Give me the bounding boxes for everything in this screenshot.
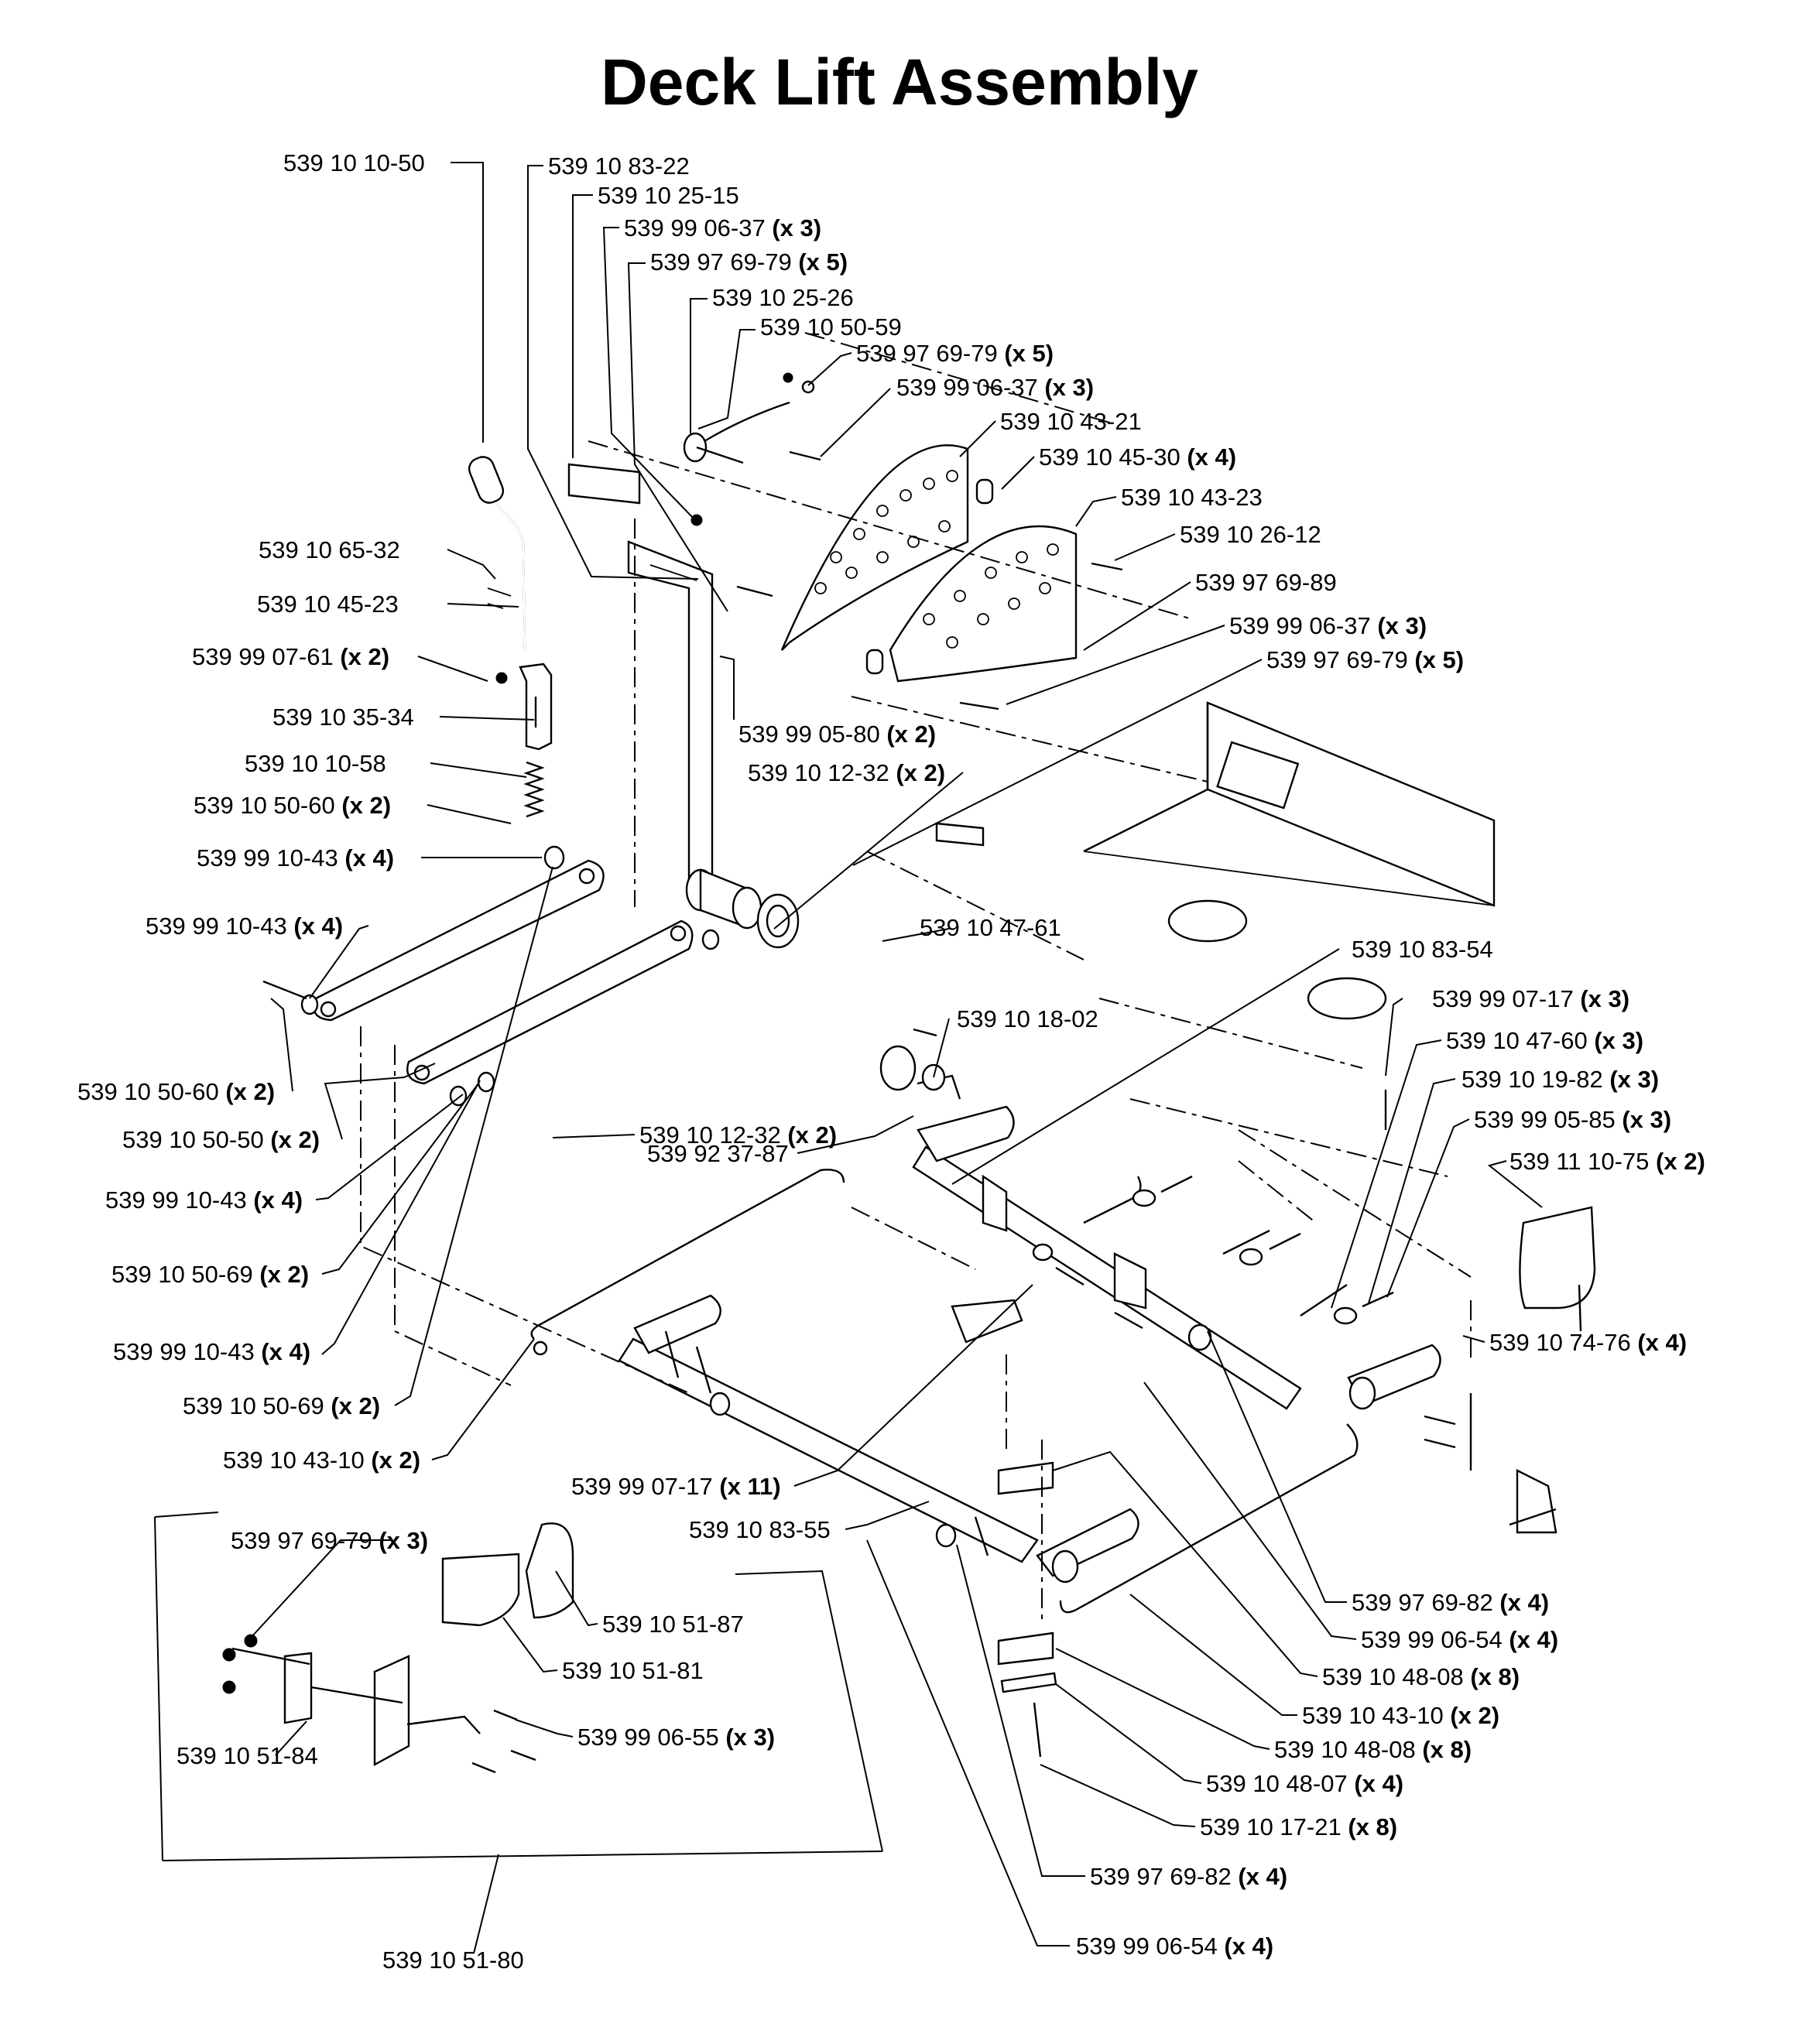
callout-c04: 539 99 06-37 (x 3) [624,214,821,241]
callout-c61: 539 10 51-80 [382,1946,524,1974]
callout-c59: 539 97 69-82 (x 4) [1090,1863,1287,1890]
callout-c43: 539 10 50-69 (x 2) [183,1392,380,1419]
drawing-artwork [154,332,1596,1861]
callout-leaders [250,162,1543,1954]
callout-c23: 539 10 12-32 (x 2) [748,759,945,786]
sub-assembly-51-80 [222,1522,574,1774]
callout-c29: 539 99 07-17 (x 3) [1432,985,1629,1012]
anchor-blocks [997,1461,1057,1758]
callout-c55: 539 10 43-10 (x 2) [1302,1702,1499,1729]
callout-c27: 539 10 47-61 [920,914,1061,941]
callout-c40: 539 10 50-69 (x 2) [111,1261,309,1288]
callout-c19: 539 99 07-61 (x 2) [192,643,389,670]
callout-c03: 539 10 25-15 [598,182,739,209]
tractor-frame [1083,701,1496,1130]
callout-c39: 539 99 10-43 (x 4) [105,1186,303,1214]
callout-c20: 539 10 35-34 [272,704,414,731]
callout-c47: 539 97 69-79 (x 3) [231,1527,428,1554]
callout-c01: 539 10 10-50 [283,149,425,176]
callout-c33: 539 10 50-60 (x 2) [77,1078,275,1105]
callout-c28: 539 10 83-54 [1352,936,1493,963]
callout-c37: 539 92 37-87 [647,1140,789,1167]
callout-c22: 539 10 10-58 [245,750,386,777]
front-lift-shaft [530,1169,1359,1614]
callout-c18: 539 10 45-23 [257,591,399,618]
callout-c46: 539 10 83-55 [689,1516,831,1543]
link-arms [262,845,720,1107]
callout-c51: 539 10 51-84 [176,1742,318,1769]
callout-c05: 539 97 69-79 (x 5) [650,248,848,276]
rear-lift-shaft [912,1105,1441,1410]
top-hardware [683,372,1123,710]
callout-c57: 539 10 48-07 (x 4) [1206,1770,1403,1797]
lift-arm [567,463,714,899]
callout-c41: 539 99 10-43 (x 4) [113,1338,310,1365]
callout-c09: 539 99 06-37 (x 3) [896,374,1094,401]
callout-c24: 539 10 50-60 (x 2) [194,792,391,819]
callout-c21: 539 99 05-80 (x 2) [738,721,936,748]
callout-c17: 539 10 65-32 [259,536,400,563]
callout-c31: 539 10 47-60 (x 3) [1446,1027,1643,1054]
callout-c11: 539 10 45-30 (x 4) [1039,443,1236,471]
assembly-centerlines [360,332,1472,1625]
small-brackets [879,822,985,1132]
callout-c14: 539 97 69-89 [1195,569,1337,596]
callout-c52: 539 97 69-82 (x 4) [1352,1589,1549,1616]
pivot-tube [685,868,800,949]
callout-c16: 539 97 69-79 (x 5) [1266,646,1464,673]
callout-c50: 539 99 06-55 (x 3) [577,1724,775,1751]
height-plates [780,444,1078,683]
compression-spring [523,761,545,818]
callout-c25: 539 99 10-43 (x 4) [197,844,394,871]
callout-c30: 539 10 18-02 [957,1005,1098,1032]
callout-c36: 539 10 50-50 (x 2) [122,1126,320,1153]
callout-c60: 539 99 06-54 (x 4) [1076,1933,1273,1960]
callout-c35: 539 99 05-85 (x 3) [1474,1106,1671,1133]
callout-c07: 539 10 50-59 [760,313,902,341]
callout-c32: 539 10 19-82 (x 3) [1461,1066,1659,1093]
lift-handle [468,456,526,652]
callout-c06: 539 10 25-26 [712,284,854,311]
callout-c34: 539 10 12-32 (x 2) [639,1121,837,1149]
callout-c44: 539 10 43-10 (x 2) [223,1447,420,1474]
callout-c42: 539 10 74-76 (x 4) [1489,1329,1687,1356]
callout-c45: 539 99 07-17 (x 11) [571,1473,781,1500]
callout-c49: 539 10 51-81 [562,1657,704,1684]
callout-c54: 539 10 48-08 (x 8) [1322,1663,1520,1690]
callout-c26: 539 99 10-43 (x 4) [146,912,343,940]
callout-c15: 539 99 06-37 (x 3) [1229,612,1427,639]
callout-c53: 539 99 06-54 (x 4) [1361,1626,1558,1653]
callout-c48: 539 10 51-87 [602,1611,744,1638]
callout-c10: 539 10 43-21 [1000,408,1142,435]
sub-assembly-bracket [154,1512,883,1861]
callout-c08: 539 97 69-79 (x 5) [856,340,1054,367]
callout-c02: 539 10 83-22 [548,152,690,180]
callout-labels: 539 10 10-50 539 10 83-22 539 10 25-15 5… [77,149,1705,1974]
callout-c38: 539 11 10-75 (x 2) [1509,1148,1705,1175]
page-title: Deck Lift Assembly [601,46,1198,118]
callout-c58: 539 10 17-21 (x 8) [1200,1813,1397,1840]
callout-c13: 539 10 26-12 [1180,521,1321,548]
trigger-bracket [495,663,553,751]
callout-c12: 539 10 43-23 [1121,484,1263,511]
callout-c56: 539 10 48-08 (x 8) [1274,1736,1472,1763]
side-hanger [1424,1206,1596,1534]
